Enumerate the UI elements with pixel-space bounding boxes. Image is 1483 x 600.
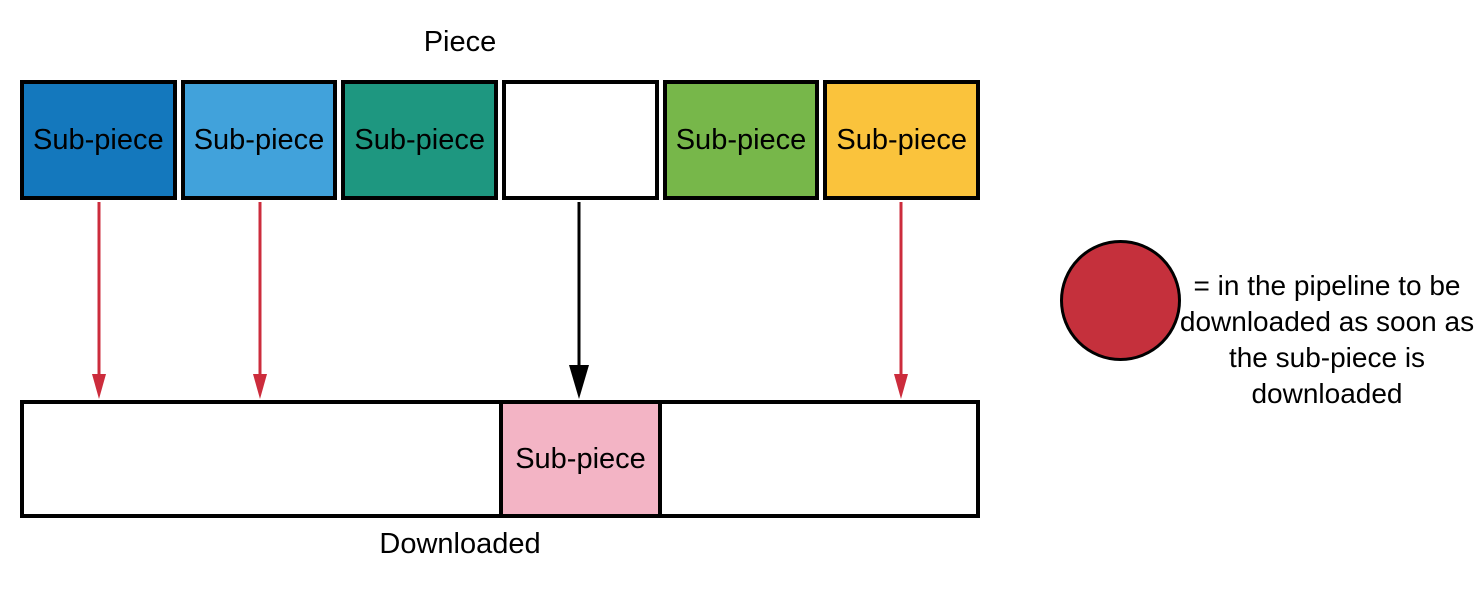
sub-piece-box-5: Sub-piece — [662, 80, 820, 200]
sub-piece-box-1: Sub-piece — [20, 80, 177, 200]
sub-piece-label: Sub-piece — [354, 123, 485, 156]
pipeline-legend-circle-icon — [1060, 240, 1181, 361]
sub-piece-box-6: Sub-piece — [823, 80, 981, 200]
empty-sub-piece-box — [502, 80, 659, 200]
legend-text-line: downloaded as soon as — [1179, 306, 1475, 337]
legend-text-line: downloaded — [1251, 378, 1403, 409]
pipeline-arrow-1 — [92, 202, 106, 399]
legend-text-line: the sub-piece is — [1228, 342, 1426, 373]
pipeline-arrow-3 — [894, 202, 908, 399]
sub-piece-label: Sub-piece — [515, 442, 646, 475]
downloaded-label: Downloaded — [379, 528, 541, 560]
piece-label: Piece — [423, 26, 497, 58]
sub-piece-box-3: Sub-piece — [341, 80, 499, 200]
sub-piece-label: Sub-piece — [193, 123, 325, 156]
sub-piece-label: Sub-piece — [836, 123, 967, 156]
downloading-arrow — [569, 202, 589, 399]
piece-row: Sub-piece Sub-piece Sub-piece Sub-piece … — [20, 80, 981, 200]
sub-piece-label: Sub-piece — [675, 123, 807, 156]
sub-piece-box-2: Sub-piece — [180, 80, 338, 200]
sub-piece-label: Sub-piece — [33, 123, 164, 156]
legend-text: = in the pipeline to be downloaded as so… — [1178, 268, 1476, 412]
downloaded-sub-piece-box: Sub-piece — [499, 400, 662, 518]
legend-text-line: = in the pipeline to be — [1193, 270, 1461, 301]
pipeline-arrow-2 — [253, 202, 267, 399]
